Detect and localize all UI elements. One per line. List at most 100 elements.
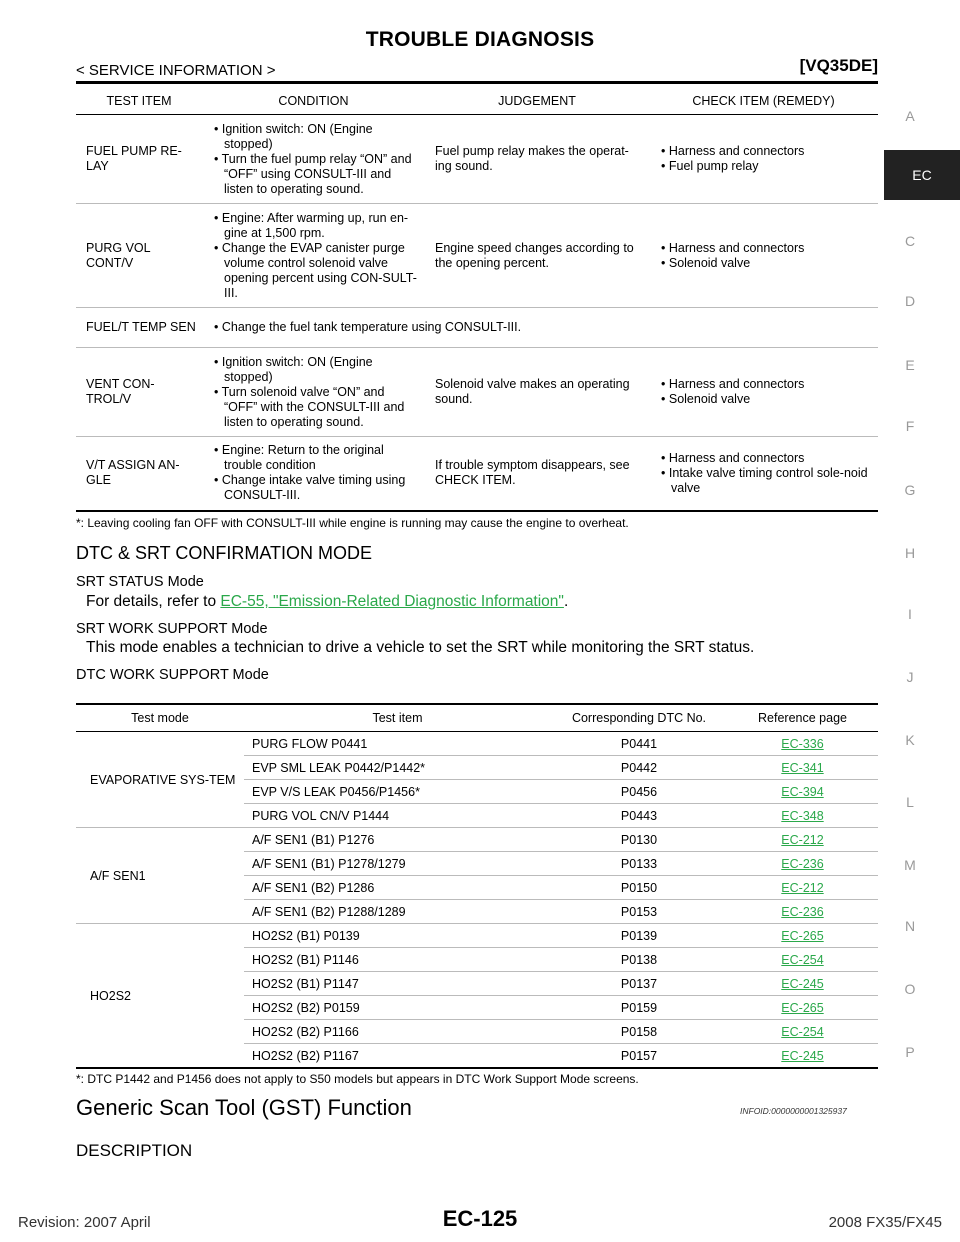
side-tab-e[interactable]: E xyxy=(905,357,915,373)
test-item: FUEL PUMP RE-LAY xyxy=(76,114,202,204)
condition-bullet: Change the fuel tank temperature using C… xyxy=(212,320,872,335)
condition-bullet: Engine: After warming up, run en-gine at… xyxy=(212,211,419,241)
condition: Ignition switch: ON (Engine stopped) Tur… xyxy=(202,347,425,437)
test-item: HO2S2 (B2) P0159 xyxy=(244,995,551,1020)
test-item: PURG FLOW P0441 xyxy=(244,731,551,756)
srt-work-text: This mode enables a technician to drive … xyxy=(86,639,755,656)
check-item: Harness and connectors Solenoid valve xyxy=(649,347,878,437)
reference-link[interactable]: EC-236 xyxy=(781,856,824,871)
engine-label: [VQ35DE] xyxy=(799,56,878,75)
side-tab-i[interactable]: I xyxy=(908,606,912,622)
test-mode: HO2S2 xyxy=(76,923,244,1069)
side-tab-g[interactable]: G xyxy=(904,482,916,498)
check-bullet: Solenoid valve xyxy=(659,392,872,407)
dtc-no: P0133 xyxy=(551,851,727,876)
side-tab-k[interactable]: K xyxy=(905,732,915,748)
reference-link[interactable]: EC-348 xyxy=(781,808,824,823)
table-row: HO2S2 (B2) P0159 P0159 EC-265 xyxy=(76,995,878,1020)
check-bullet: Solenoid valve xyxy=(659,256,872,271)
side-tab-j[interactable]: J xyxy=(906,669,914,685)
srt-status-prefix: For details, refer to xyxy=(86,593,221,610)
table2-footnote: *: DTC P1442 and P1456 does not apply to… xyxy=(76,1072,639,1086)
side-tab-a[interactable]: A xyxy=(905,108,915,124)
reference: EC-245 xyxy=(727,971,878,996)
section-label: < SERVICE INFORMATION > xyxy=(76,62,276,79)
condition-wide: Change the fuel tank temperature using C… xyxy=(202,307,878,348)
srt-status-text: For details, refer to EC-55, "Emission-R… xyxy=(86,593,568,611)
section-heading-dtc-srt: DTC & SRT CONFIRMATION MODE xyxy=(76,543,373,563)
condition: Engine: Return to the original trouble c… xyxy=(202,436,425,512)
reference-link[interactable]: EC-341 xyxy=(781,760,824,775)
side-tab-h[interactable]: H xyxy=(904,545,916,561)
reference-link[interactable]: EC-336 xyxy=(781,736,824,751)
col-header-reference: Reference page xyxy=(727,703,878,732)
reference-link[interactable]: EC-236 xyxy=(781,904,824,919)
test-item: A/F SEN1 (B1) P1278/1279 xyxy=(244,851,551,876)
condition-bullet: Change intake valve timing using CONSULT… xyxy=(212,473,419,503)
page-title: TROUBLE DIAGNOSIS xyxy=(365,28,595,51)
side-tab-d[interactable]: D xyxy=(904,293,916,309)
col-header-test-mode: Test mode xyxy=(76,703,244,732)
table-row: V/T ASSIGN AN-GLE Engine: Return to the … xyxy=(76,436,878,512)
ec-55-link[interactable]: EC-55, "Emission-Related Diagnostic Info… xyxy=(220,593,564,610)
condition: Engine: After warming up, run en-gine at… xyxy=(202,203,425,308)
srt-status-suffix: . xyxy=(563,593,569,610)
side-tab-c[interactable]: C xyxy=(904,233,916,249)
condition-bullet: Turn solenoid valve “ON” and “OFF” with … xyxy=(212,385,419,430)
side-tab-m[interactable]: M xyxy=(904,857,916,873)
side-tab-f[interactable]: F xyxy=(905,418,915,434)
header-rule xyxy=(76,81,878,84)
dtc-no: P0130 xyxy=(551,827,727,852)
reference-link[interactable]: EC-254 xyxy=(781,952,824,967)
condition-bullet: Ignition switch: ON (Engine stopped) xyxy=(212,122,419,152)
vehicle-model: 2008 FX35/FX45 xyxy=(828,1214,942,1231)
check-bullet: Intake valve timing control sole-noid va… xyxy=(659,466,872,496)
judgement: Solenoid valve makes an operating sound. xyxy=(425,347,649,437)
test-item: VENT CON-TROL/V xyxy=(76,347,202,437)
description-heading: DESCRIPTION xyxy=(76,1141,193,1160)
reference-link[interactable]: EC-265 xyxy=(781,928,824,943)
reference-link[interactable]: EC-265 xyxy=(781,1000,824,1015)
judgement: Fuel pump relay makes the operat-ing sou… xyxy=(425,114,649,204)
col-header-check-item: CHECK ITEM (REMEDY) xyxy=(649,88,878,115)
dtc-no: P0150 xyxy=(551,875,727,900)
reference-link[interactable]: EC-254 xyxy=(781,1024,824,1039)
dtc-no: P0159 xyxy=(551,995,727,1020)
reference: EC-265 xyxy=(727,923,878,948)
test-item: A/F SEN1 (B2) P1286 xyxy=(244,875,551,900)
revision-date: Revision: 2007 April xyxy=(18,1214,151,1231)
side-tab-n[interactable]: N xyxy=(904,918,916,934)
dtc-no: P0139 xyxy=(551,923,727,948)
condition-bullet: Engine: Return to the original trouble c… xyxy=(212,443,419,473)
test-item: PURG VOL CONT/V xyxy=(76,203,202,308)
side-tab-ec-active[interactable]: EC xyxy=(884,150,960,200)
reference-link[interactable]: EC-245 xyxy=(781,1048,824,1063)
test-item: V/T ASSIGN AN-GLE xyxy=(76,436,202,512)
check-item: Harness and connectors Intake valve timi… xyxy=(649,436,878,512)
side-tab-p[interactable]: P xyxy=(905,1044,915,1060)
reference: EC-245 xyxy=(727,1043,878,1069)
reference: EC-348 xyxy=(727,803,878,828)
reference-link[interactable]: EC-212 xyxy=(781,880,824,895)
reference: EC-341 xyxy=(727,755,878,780)
dtc-no: P0158 xyxy=(551,1019,727,1044)
table-row: EVP V/S LEAK P0456/P1456* P0456 EC-394 xyxy=(76,779,878,804)
test-item: HO2S2 (B1) P1146 xyxy=(244,947,551,972)
side-tab-l[interactable]: L xyxy=(906,794,914,810)
reference: EC-394 xyxy=(727,779,878,804)
table-row: A/F SEN1 (B2) P1286 P0150 EC-212 xyxy=(76,875,878,900)
reference-link[interactable]: EC-245 xyxy=(781,976,824,991)
reference-link[interactable]: EC-394 xyxy=(781,784,824,799)
table-row: PURG VOL CONT/V Engine: After warming up… xyxy=(76,203,878,308)
side-tab-o[interactable]: O xyxy=(904,981,916,997)
test-mode: A/F SEN1 xyxy=(76,827,244,924)
table-row: PURG VOL CN/V P1444 P0443 EC-348 xyxy=(76,803,878,828)
test-item: EVP SML LEAK P0442/P1442* xyxy=(244,755,551,780)
dtc-no: P0153 xyxy=(551,899,727,924)
reference: EC-212 xyxy=(727,875,878,900)
check-bullet: Fuel pump relay xyxy=(659,159,872,174)
reference-link[interactable]: EC-212 xyxy=(781,832,824,847)
table-row: HO2S2 HO2S2 (B1) P0139 P0139 EC-265 xyxy=(76,923,878,1069)
table-row: EVAPORATIVE SYS-TEM PURG FLOW P0441 P044… xyxy=(76,731,878,828)
test-item: EVP V/S LEAK P0456/P1456* xyxy=(244,779,551,804)
